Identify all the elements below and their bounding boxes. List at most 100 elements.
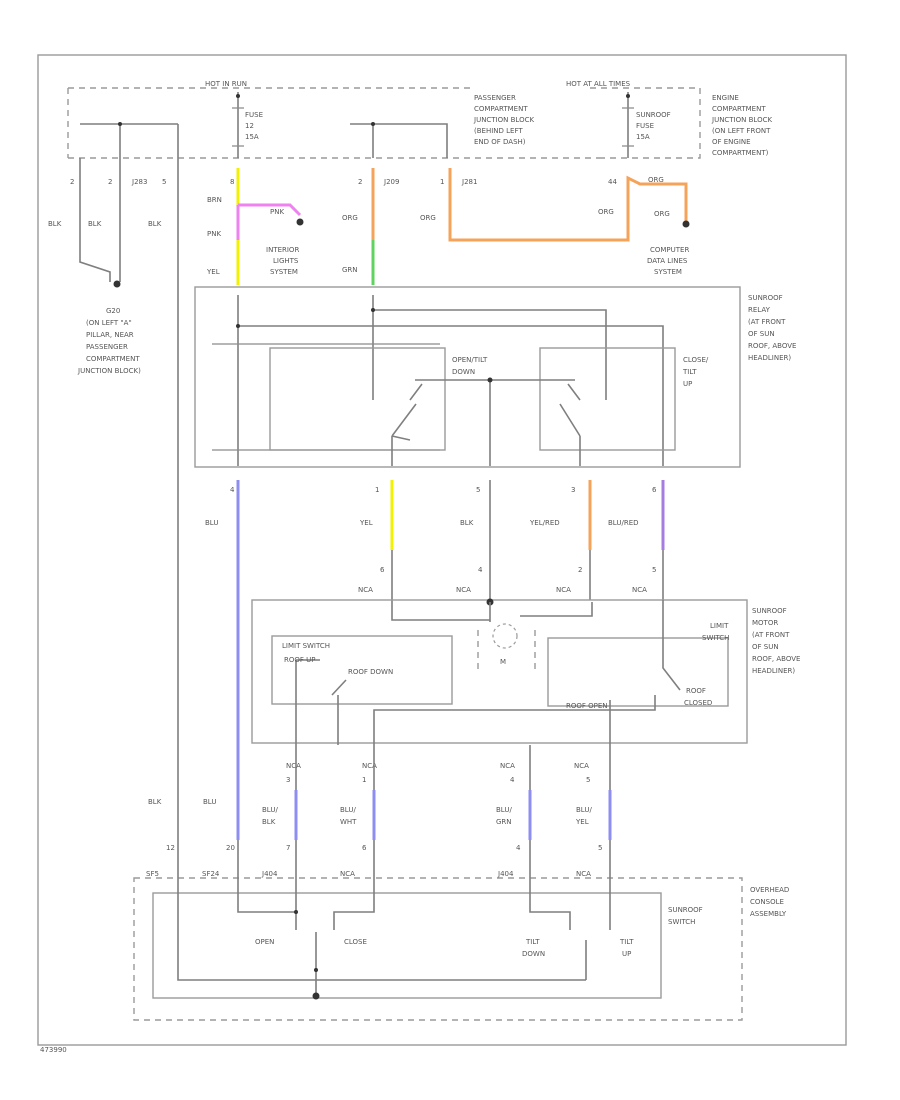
svg-text:FUSE: FUSE xyxy=(245,111,263,119)
wire-label-blk-2: BLK xyxy=(88,220,102,228)
svg-text:15A: 15A xyxy=(636,133,650,141)
conn-j209: J209 xyxy=(383,178,399,186)
relay-coil-open xyxy=(269,347,446,451)
console-conn-nca-b: NCA xyxy=(576,870,591,878)
svg-text:SYSTEM: SYSTEM xyxy=(654,268,682,276)
relay-pin-5: 5 xyxy=(476,486,480,494)
svg-text:ROOF: ROOF xyxy=(686,687,706,695)
pin-pass-1: 1 xyxy=(440,178,444,186)
svg-text:BLU/: BLU/ xyxy=(340,806,356,814)
motor-bot-conn-b: NCA xyxy=(362,762,377,770)
pin-left-b: 2 xyxy=(108,178,112,186)
console-pin-7: 7 xyxy=(286,844,290,852)
computer-data-label: COMPUTER DATA LINES SYSTEM xyxy=(647,246,689,276)
switch-internal-wiring xyxy=(177,840,611,1000)
svg-text:SUNROOF: SUNROOF xyxy=(668,906,703,914)
wire-label-blugrn: BLU/ GRN xyxy=(496,806,512,826)
motor-bot-conn-d: NCA xyxy=(574,762,589,770)
conn-j281: J281 xyxy=(461,178,477,186)
relay-pin-6: 6 xyxy=(652,486,657,494)
svg-text:HEADLINER): HEADLINER) xyxy=(752,667,795,675)
svg-text:OVERHEAD: OVERHEAD xyxy=(750,886,789,894)
motor-pin-5: 5 xyxy=(652,566,656,574)
sunroof-relay-label: SUNROOF RELAY (AT FRONT OF SUN ROOF, ABO… xyxy=(748,294,796,362)
left-jb-ground-bus xyxy=(80,123,179,158)
svg-text:ENGINE: ENGINE xyxy=(712,94,739,102)
open-tilt-down-label: OPEN/TILT DOWN xyxy=(452,356,488,376)
wire-motor-bottom-gray xyxy=(295,745,611,790)
wire-label-org-3: ORG xyxy=(598,208,614,216)
svg-text:CLOSE/: CLOSE/ xyxy=(683,356,709,364)
svg-text:TILT: TILT xyxy=(619,938,634,946)
svg-text:INTERIOR: INTERIOR xyxy=(266,246,299,254)
svg-text:LIGHTS: LIGHTS xyxy=(273,257,299,265)
svg-text:JUNCTION BLOCK: JUNCTION BLOCK xyxy=(473,116,534,124)
svg-text:COMPARTMENT: COMPARTMENT xyxy=(86,355,140,363)
motor-bot-pin-5: 5 xyxy=(586,776,590,784)
relay-pin-3: 3 xyxy=(571,486,575,494)
roof-open-label: ROOF OPEN xyxy=(566,702,608,710)
motor-pin-4: 4 xyxy=(478,566,483,574)
motor-bot-conn-c: NCA xyxy=(500,762,515,770)
svg-text:GRN: GRN xyxy=(496,818,512,826)
sunroof-switch-box xyxy=(152,892,662,999)
svg-text:BLU/: BLU/ xyxy=(496,806,512,814)
close-tilt-up-label: CLOSE/ TILT UP xyxy=(682,356,709,388)
pin-left-c: 5 xyxy=(162,178,166,186)
svg-text:SUNROOF: SUNROOF xyxy=(748,294,783,302)
sunroof-switch-label: SUNROOF SWITCH xyxy=(668,906,703,926)
svg-text:CONSOLE: CONSOLE xyxy=(750,898,784,906)
sunroof-fuse-feed xyxy=(622,92,634,158)
svg-text:COMPUTER: COMPUTER xyxy=(650,246,689,254)
svg-text:ROOF, ABOVE: ROOF, ABOVE xyxy=(748,342,796,350)
svg-text:JUNCTION BLOCK): JUNCTION BLOCK) xyxy=(77,367,141,375)
console-pin-6: 6 xyxy=(362,844,367,852)
ground-g20-label: G20 (ON LEFT "A" PILLAR, NEAR PASSENGER … xyxy=(77,307,141,375)
svg-text:15A: 15A xyxy=(245,133,259,141)
sunroof-relay-box xyxy=(194,286,741,468)
wire-label-grn: GRN xyxy=(342,266,358,274)
svg-text:COMPARTMENT): COMPARTMENT) xyxy=(712,149,769,157)
wire-label-org-4: ORG xyxy=(654,210,670,218)
conn-j283: J283 xyxy=(131,178,147,186)
svg-text:JUNCTION BLOCK: JUNCTION BLOCK xyxy=(711,116,772,124)
overhead-console-label: OVERHEAD CONSOLE ASSEMBLY xyxy=(750,886,789,918)
console-pin-5: 5 xyxy=(598,844,602,852)
wire-label-org-5: ORG xyxy=(648,176,664,184)
relay-pin-4: 4 xyxy=(230,486,235,494)
motor-conn-d: NCA xyxy=(632,586,647,594)
ground-wires xyxy=(79,158,179,840)
svg-text:SUNROOF: SUNROOF xyxy=(636,111,671,119)
limit-switch-right-box xyxy=(547,637,729,707)
roof-down-label: ROOF DOWN xyxy=(348,668,393,676)
svg-text:OPEN/TILT: OPEN/TILT xyxy=(452,356,488,364)
console-conn-j404-a: J404 xyxy=(261,870,278,878)
svg-text:WHT: WHT xyxy=(340,818,357,826)
fuse-12-label: FUSE 12 15A xyxy=(245,111,263,141)
wire-label-blk-3: BLK xyxy=(148,220,162,228)
svg-text:DOWN: DOWN xyxy=(522,950,545,958)
pin-fuse-out: 8 xyxy=(230,178,234,186)
figure-code: 473990 xyxy=(40,1046,67,1054)
svg-text:COMPARTMENT: COMPARTMENT xyxy=(474,105,528,113)
pass-jb-splice xyxy=(371,122,375,126)
pass-jb-bus xyxy=(350,123,448,158)
pin-left-a: 2 xyxy=(70,178,74,186)
roof-closed-label: ROOF CLOSED xyxy=(684,687,712,707)
svg-text:OF SUN: OF SUN xyxy=(752,643,779,651)
console-pin-4: 4 xyxy=(516,844,521,852)
motor-bot-pin-4: 4 xyxy=(510,776,515,784)
svg-text:TILT: TILT xyxy=(682,368,697,376)
svg-text:FUSE: FUSE xyxy=(636,122,654,130)
svg-text:COMPARTMENT: COMPARTMENT xyxy=(712,105,766,113)
wire-label-blu-2: BLU xyxy=(203,798,216,806)
console-pin-12: 12 xyxy=(166,844,175,852)
svg-text:MOTOR: MOTOR xyxy=(752,619,778,627)
svg-text:SYSTEM: SYSTEM xyxy=(270,268,298,276)
svg-text:SWITCH: SWITCH xyxy=(702,634,729,642)
wire-pnk-interior xyxy=(238,203,302,217)
limit-switch-right-label: LIMIT SWITCH xyxy=(702,622,729,642)
hot-run-label: HOT IN RUN xyxy=(205,80,247,88)
motor-pin-6: 6 xyxy=(380,566,385,574)
wire-label-pnk-1: PNK xyxy=(270,208,284,216)
